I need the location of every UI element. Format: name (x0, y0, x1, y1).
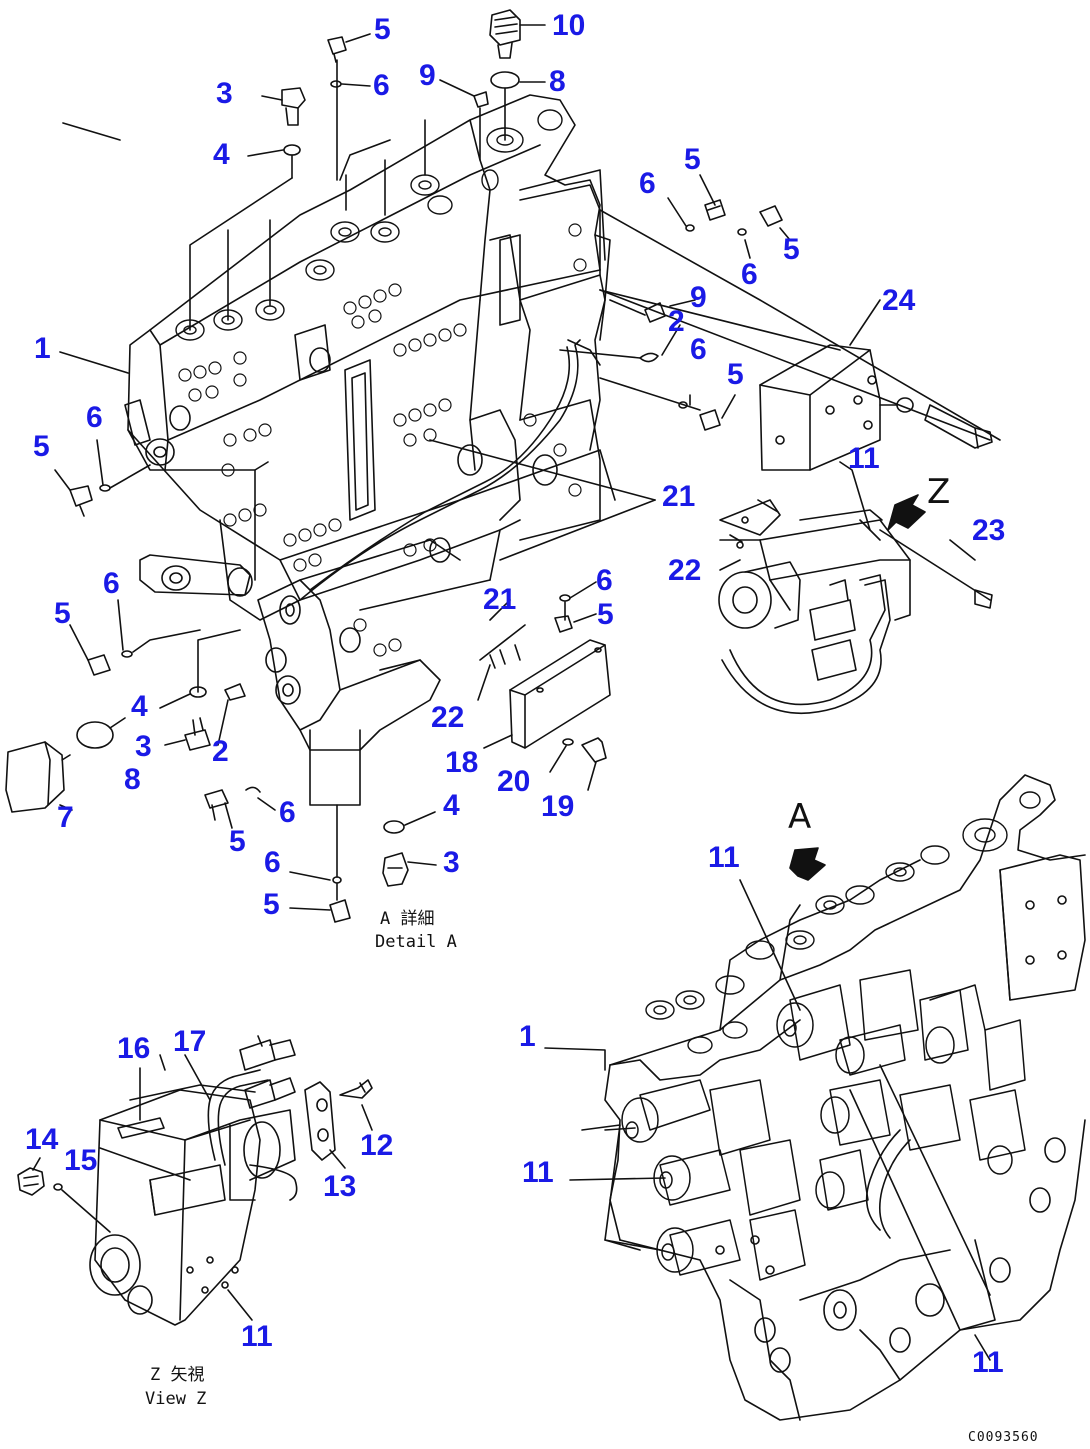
callout-1: 1 (34, 332, 51, 365)
view-z-caption-jp: Z 矢視 (150, 1365, 205, 1385)
callout-6: 6 (741, 258, 758, 291)
fasteners-upper (189, 9, 546, 331)
callout-8: 8 (549, 65, 566, 98)
callout-4: 4 (443, 789, 460, 822)
callout-6: 6 (373, 69, 390, 102)
callout-4: 4 (213, 138, 230, 171)
view-z-letter: Z (927, 472, 951, 512)
callout-6: 6 (639, 167, 656, 200)
callout-4: 4 (131, 690, 148, 723)
view-arrow-icon (887, 494, 926, 531)
control-valve-assembled-view (544, 774, 1086, 1421)
solenoid-valve-view-z (17, 1035, 373, 1326)
callout-9: 9 (419, 59, 436, 92)
callout-11: 11 (848, 442, 880, 475)
callout-5: 5 (597, 598, 614, 631)
callout-5: 5 (374, 13, 391, 46)
callout-21: 21 (662, 480, 696, 513)
fasteners-left (5, 122, 437, 923)
callout-20: 20 (497, 765, 531, 798)
callout-13: 13 (323, 1170, 357, 1203)
view-z-caption: View Z (145, 1389, 207, 1409)
callout-16: 16 (117, 1032, 151, 1065)
callout-6: 6 (86, 401, 103, 434)
callout-23: 23 (972, 514, 1006, 547)
callout-19: 19 (541, 790, 575, 823)
callout-3: 3 (443, 846, 460, 879)
leader-lines (429, 289, 976, 621)
main-control-valve-body (124, 94, 616, 751)
callout-8: 8 (124, 763, 141, 796)
callout-2: 2 (668, 305, 685, 338)
callout-2: 2 (212, 735, 229, 768)
callout-12: 12 (360, 1129, 394, 1162)
callout-17: 17 (173, 1025, 207, 1058)
callout-6: 6 (279, 796, 296, 829)
callout-3: 3 (216, 77, 233, 110)
callout-11: 11 (522, 1156, 554, 1189)
cover-plate-18 (359, 579, 611, 791)
callout-11: 11 (241, 1320, 273, 1353)
callout-22: 22 (431, 701, 465, 734)
view-arrow-icon (789, 847, 826, 881)
callout-18: 18 (445, 746, 479, 779)
callout-22: 22 (668, 554, 702, 587)
callout-5: 5 (263, 888, 280, 921)
callout-6: 6 (103, 567, 120, 600)
callout-5: 5 (684, 143, 701, 176)
callout-5: 5 (229, 825, 246, 858)
callout-1: 1 (519, 1020, 536, 1053)
callout-5: 5 (33, 430, 50, 463)
view-a-letter: A (788, 797, 812, 837)
drawing-code: C0093560 (968, 1430, 1039, 1445)
callout-11: 11 (972, 1346, 1004, 1379)
callout-21: 21 (483, 583, 517, 616)
detail-a-caption-jp: A 詳細 (380, 909, 435, 929)
callout-7: 7 (57, 801, 74, 834)
callout-24: 24 (882, 284, 916, 317)
callout-5: 5 (727, 358, 744, 391)
callout-6: 6 (690, 333, 707, 366)
callout-10: 10 (552, 9, 586, 42)
block-24-assembly (559, 174, 1001, 471)
callout-6: 6 (596, 564, 613, 597)
callout-11: 11 (708, 841, 740, 874)
callout-3: 3 (135, 730, 152, 763)
callout-9: 9 (690, 281, 707, 314)
callout-5: 5 (783, 233, 800, 266)
callout-6: 6 (264, 846, 281, 879)
callout-14: 14 (25, 1123, 59, 1156)
callout-15: 15 (64, 1144, 98, 1177)
solenoid-valve-assembly-right (718, 499, 993, 715)
detail-a-caption: Detail A (375, 932, 457, 952)
callout-5: 5 (54, 597, 71, 630)
